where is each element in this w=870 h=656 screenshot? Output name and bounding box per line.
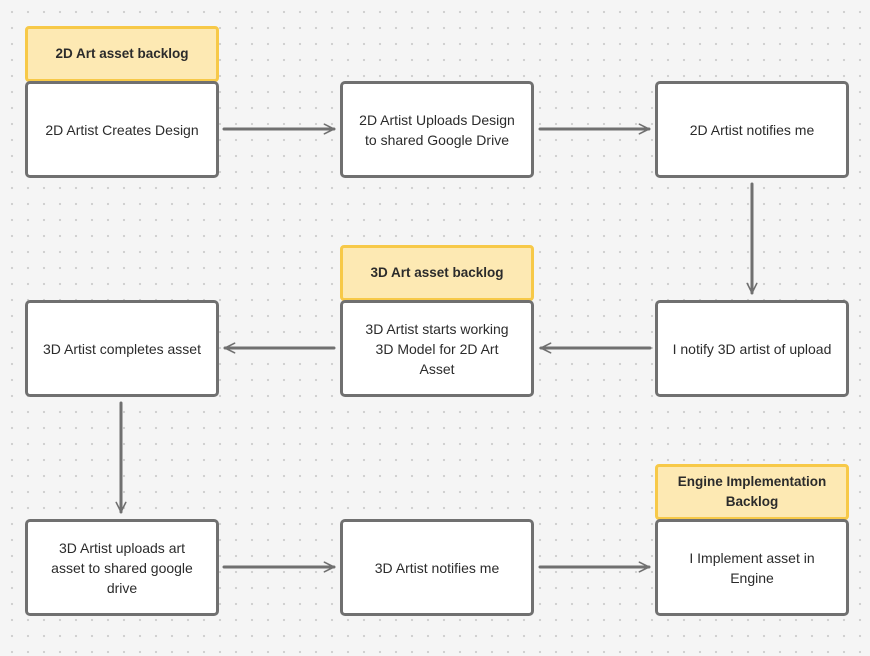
tag-engine-implementation-backlog[interactable]: Engine Implementation Backlog	[655, 464, 849, 520]
step-3d-artist-uploads-asset[interactable]: 3D Artist uploads art asset to shared go…	[25, 519, 219, 616]
step-2d-artist-notifies-me[interactable]: 2D Artist notifies me	[655, 81, 849, 178]
step-3d-artist-notifies-me[interactable]: 3D Artist notifies me	[340, 519, 534, 616]
tag-3d-art-asset-backlog[interactable]: 3D Art asset backlog	[340, 245, 534, 301]
step-3d-artist-completes-asset[interactable]: 3D Artist completes asset	[25, 300, 219, 397]
step-2d-artist-creates-design[interactable]: 2D Artist Creates Design	[25, 81, 219, 178]
tag-2d-art-asset-backlog[interactable]: 2D Art asset backlog	[25, 26, 219, 82]
step-implement-asset-in-engine[interactable]: I Implement asset in Engine	[655, 519, 849, 616]
step-3d-artist-starts-working[interactable]: 3D Artist starts working 3D Model for 2D…	[340, 300, 534, 397]
step-2d-artist-uploads-design[interactable]: 2D Artist Uploads Design to shared Googl…	[340, 81, 534, 178]
step-notify-3d-artist[interactable]: I notify 3D artist of upload	[655, 300, 849, 397]
